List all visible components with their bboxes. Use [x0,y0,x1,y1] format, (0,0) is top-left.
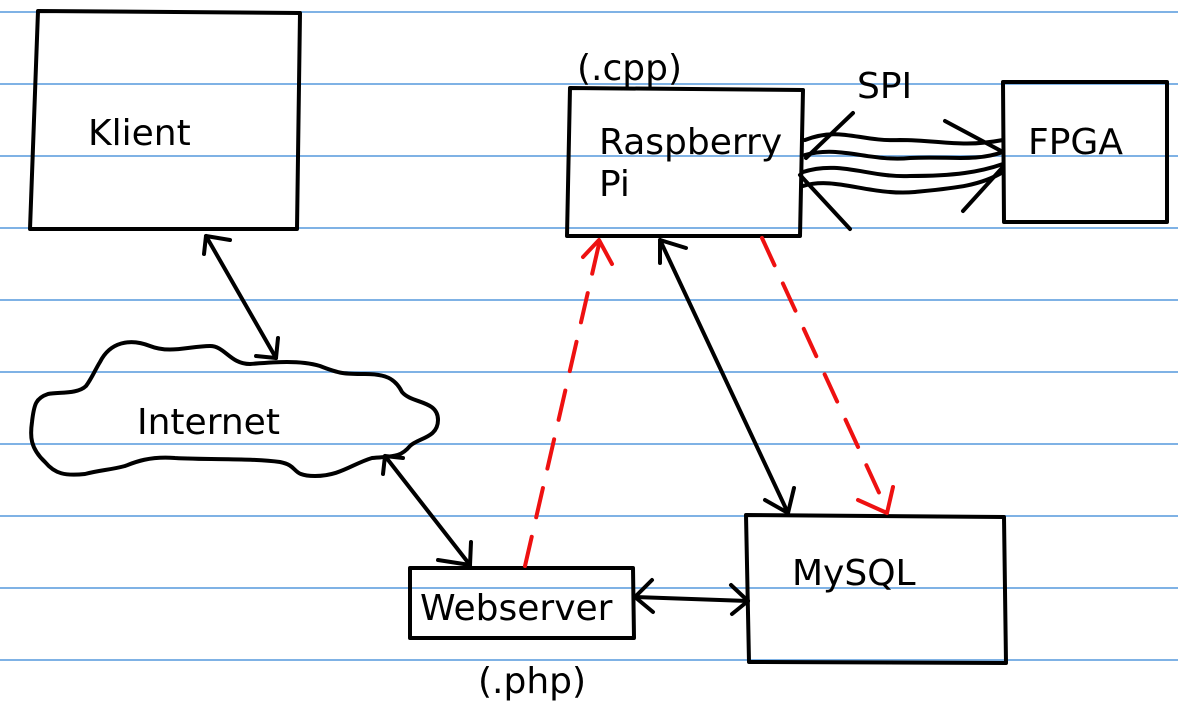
spi-arrowhead-right [961,166,1004,213]
spi-wire [801,162,1005,179]
arrow-klient-internet [202,234,280,360]
webserver-annotation: (.php) [478,661,586,702]
spi-label: SPI [857,66,912,107]
mysql-label: MySQL [792,553,916,594]
klient-node: Klient [28,9,302,231]
arrow-shaft [633,595,750,603]
spi-wire [801,170,1005,195]
spi-arrowhead-right [943,119,1005,154]
arrow-webserver-mysql [633,578,750,616]
arrowhead-icon [581,238,614,266]
spi-arrowhead-left [798,173,852,231]
arrow-internet-webserver [381,454,473,567]
raspberry-pi-box [565,86,805,238]
arrowhead-icon [381,454,405,476]
webserver-box [408,566,636,640]
spi-wire [803,149,1005,161]
raspberry-pi-annotation: (.cpp) [577,48,682,89]
mysql-box [744,513,1008,665]
fpga-node: FPGA [1001,80,1169,224]
raspberry-pi-label-line2: Pi [599,164,630,205]
arrowhead-icon [763,486,796,515]
webserver-node: Webserver (.php) [408,566,636,702]
dashed-arrow-shaft [523,242,601,568]
klient-label: Klient [88,113,191,154]
arrowhead-icon [729,583,750,616]
spi-bus: SPI [798,66,1005,231]
internet-label: Internet [137,402,280,443]
arrowhead-icon [202,234,232,256]
mysql-node: MySQL [744,513,1008,665]
webserver-label: Webserver [420,588,613,629]
internet-cloud [29,340,440,478]
spi-arrowhead-left [804,111,855,160]
raspberry-pi-node: (.cpp) Raspberry Pi [565,48,805,238]
arrow-shaft [204,234,278,360]
arrow-shaft [383,454,472,567]
arrow-raspberry-mysql [658,238,796,515]
raspberry-pi-label-line1: Raspberry [599,122,782,163]
arrowhead-icon [254,336,280,360]
dashed-arrow-raspberry-mysql [760,236,895,515]
internet-node: Internet [29,340,440,478]
fpga-box [1001,80,1169,224]
arrowhead-icon [436,540,473,567]
klient-box [28,9,302,231]
arrowhead-icon [856,485,895,515]
arrowhead-icon [658,238,688,265]
arrow-shaft [658,238,790,515]
dashed-arrow-shaft [760,236,889,512]
fpga-label: FPGA [1028,122,1123,163]
arrowhead-icon [633,578,655,614]
dashed-arrow-webserver-raspberry [523,238,614,568]
